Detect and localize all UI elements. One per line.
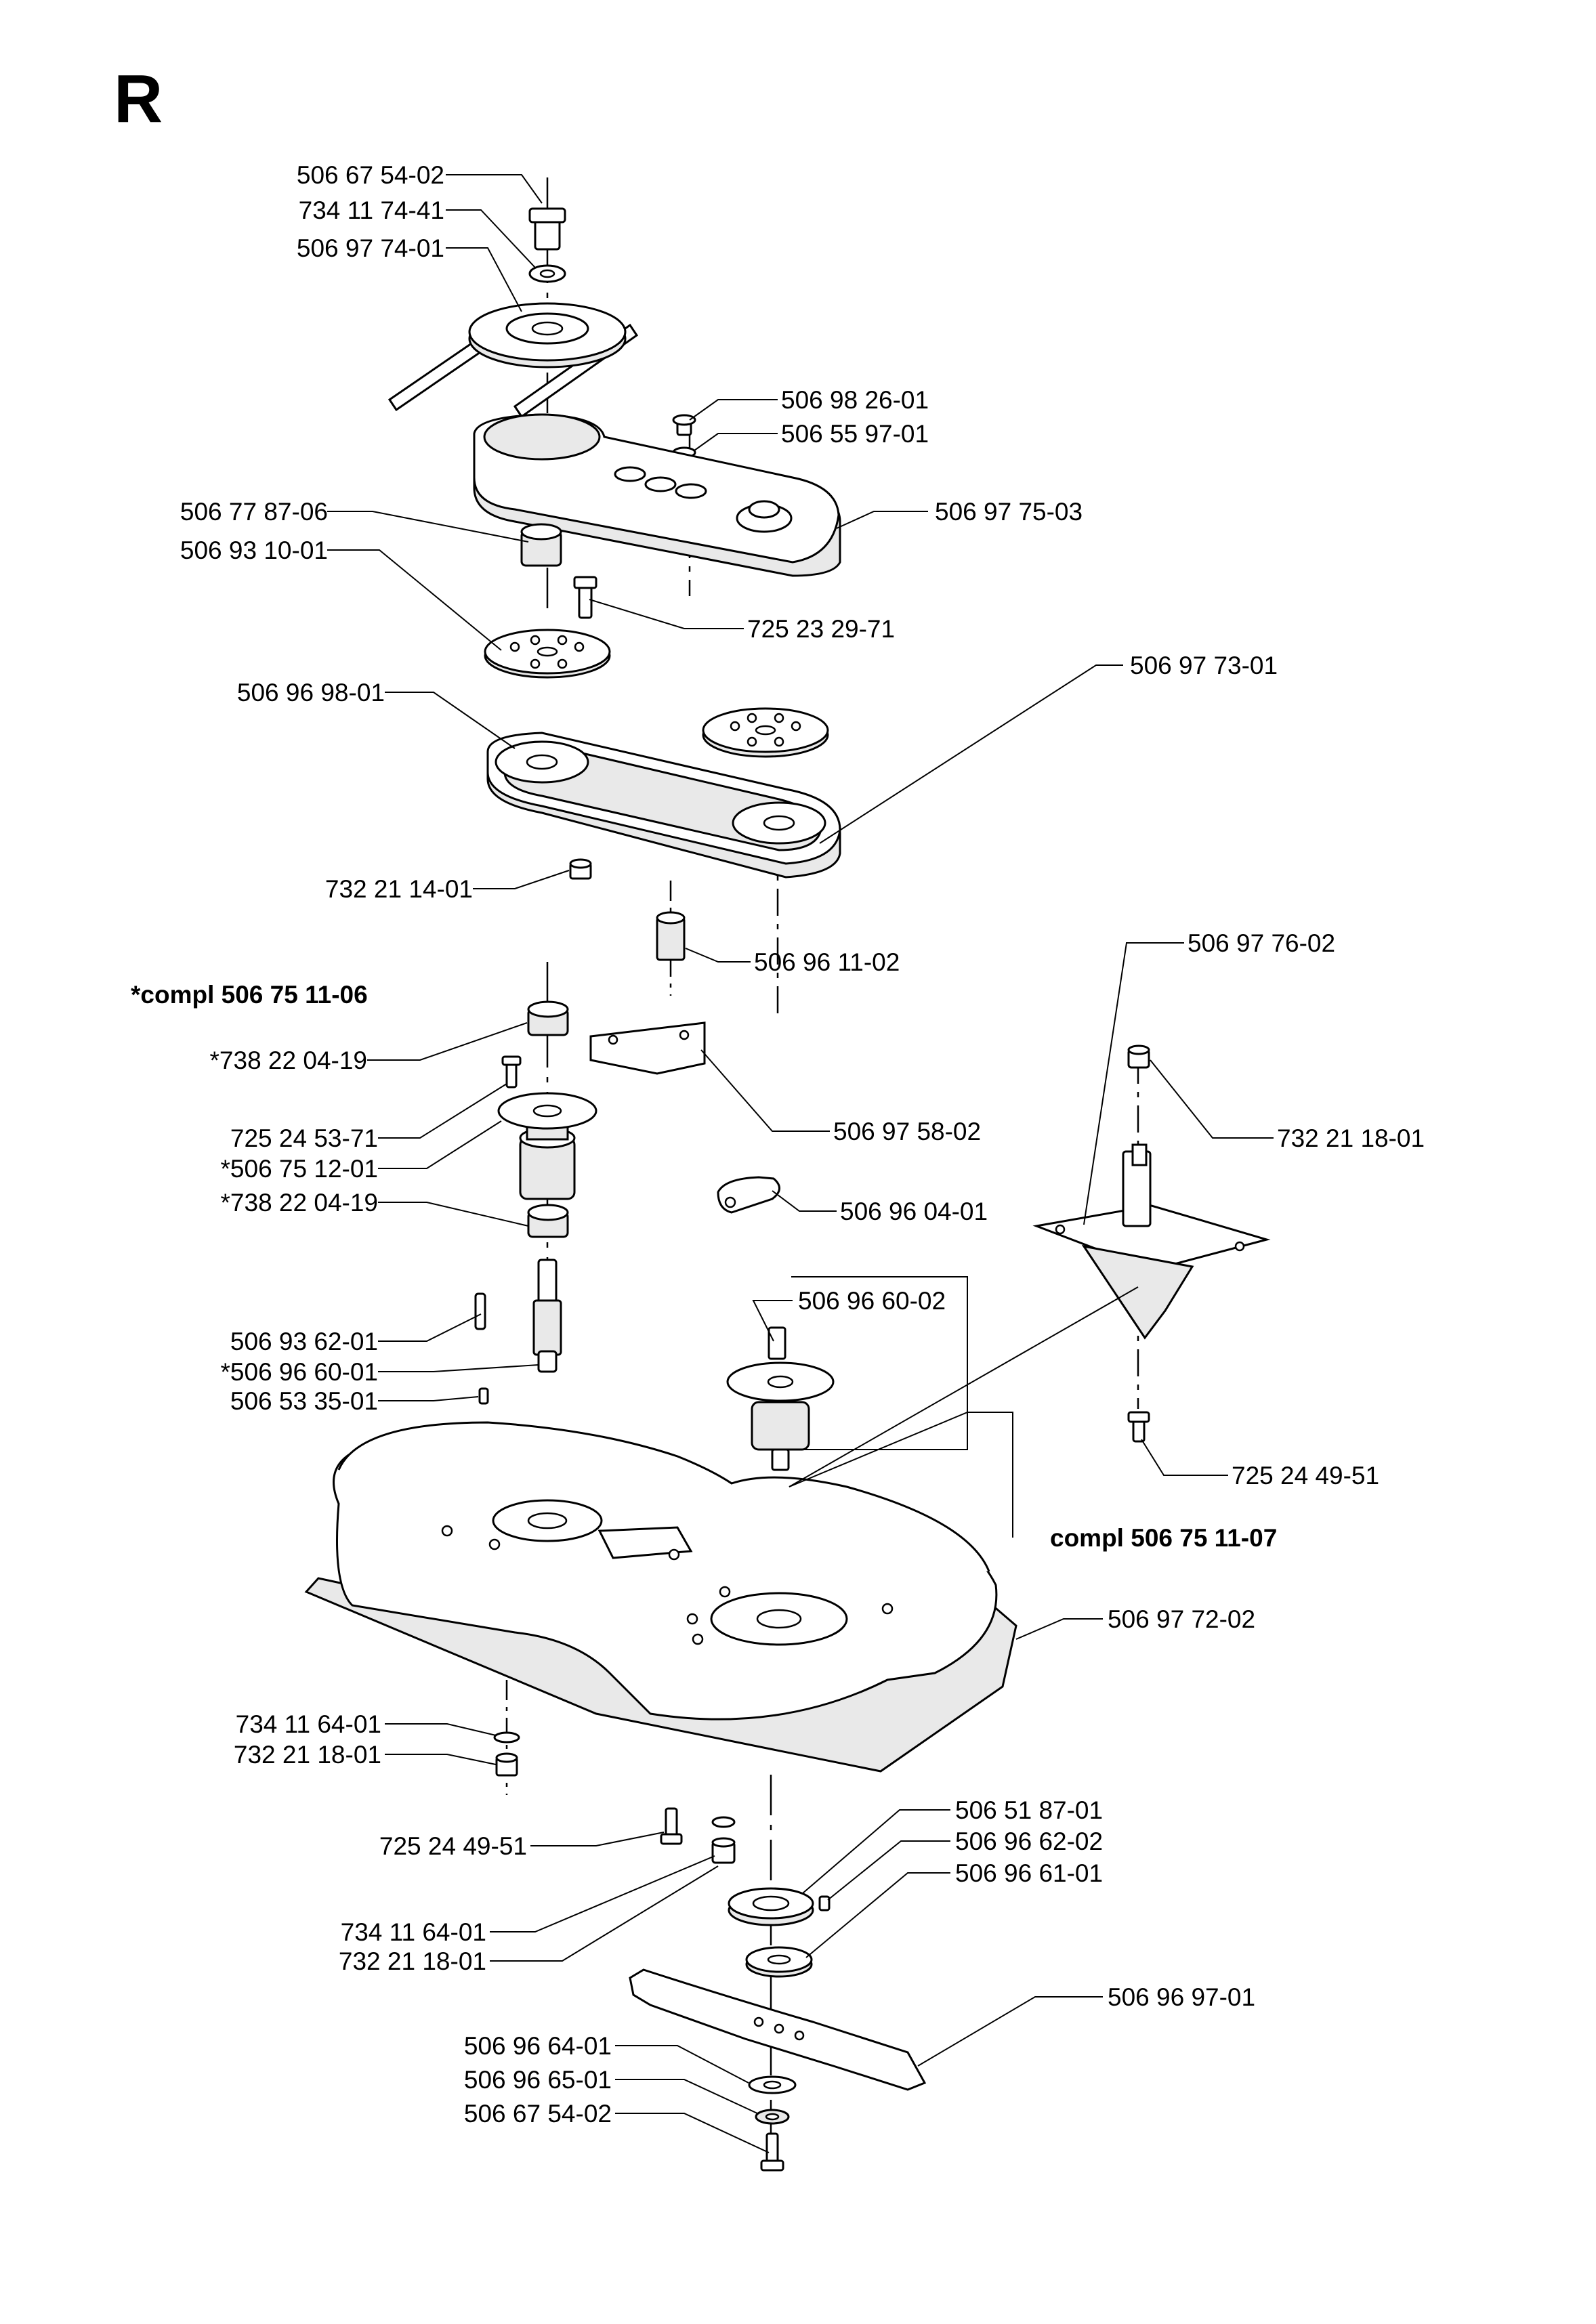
key-pin (474, 1292, 489, 1405)
part-label: *506 75 12-01 (220, 1155, 378, 1183)
part-label: 506 67 54-02 (463, 2100, 612, 2128)
part-label: 506 97 75-03 (935, 498, 1083, 526)
part-label: 506 96 64-01 (463, 2032, 612, 2060)
cap-screw (1127, 1044, 1150, 1069)
blade-fasteners (748, 2075, 797, 2172)
part-label: 732 21 18-01 (338, 1947, 486, 1975)
part-label: 725 24 49-51 (1232, 1462, 1380, 1490)
upper-bearing (527, 1000, 569, 1036)
part-label: 506 93 62-01 (230, 1328, 378, 1355)
part-label: 725 24 53-71 (230, 1124, 378, 1152)
assembly-label: compl 506 75 11-07 (1050, 1524, 1278, 1552)
part-label: 506 96 04-01 (840, 1198, 988, 1225)
lower-mid-fasteners (711, 1816, 736, 1864)
lower-left-fasteners (493, 1731, 520, 1777)
mower-deck (304, 1421, 1017, 1773)
part-label: 732 21 18-01 (233, 1741, 381, 1769)
part-label: 506 51 87-01 (955, 1796, 1104, 1824)
part-label: 506 93 10-01 (180, 536, 328, 564)
part-label: 506 96 98-01 (236, 679, 385, 706)
assembly-label: *compl 506 75 11-06 (131, 981, 368, 1009)
hub-disc (745, 1946, 813, 1978)
hex-nut (569, 858, 592, 880)
leader-lines (327, 174, 1274, 2153)
part-label: 506 77 87-06 (180, 498, 328, 526)
part-label: 506 96 65-01 (463, 2066, 612, 2094)
part-label: 506 97 74-01 (296, 234, 444, 262)
part-label: 725 23 29-71 (747, 615, 896, 643)
section-letter: R (114, 61, 163, 137)
part-label: *506 96 60-01 (220, 1358, 378, 1386)
lower-bolt (660, 1807, 683, 1845)
spacer (520, 523, 562, 567)
bearing-cup (728, 1887, 831, 1926)
pulley-bolt (573, 576, 597, 619)
bracket-plate (589, 1021, 706, 1075)
mower-blade (629, 1968, 927, 2091)
part-label: *738 22 04-19 (220, 1189, 378, 1217)
part-label: 506 96 60-02 (798, 1287, 946, 1315)
part-label: 506 97 58-02 (833, 1118, 982, 1145)
part-label: 506 67 54-02 (296, 161, 444, 189)
bracket-bolt (1127, 1411, 1150, 1443)
part-label: 506 97 73-01 (1130, 652, 1278, 679)
small-screw (672, 414, 696, 459)
belt-cover (473, 413, 841, 577)
top-bolt (528, 207, 566, 283)
part-label: 506 96 61-01 (955, 1859, 1104, 1887)
hub-housing (497, 1092, 597, 1200)
part-label: 506 98 26-01 (781, 386, 929, 414)
lever-arm (717, 1176, 780, 1214)
flange-plate-right (702, 707, 829, 758)
part-label: 506 96 11-02 (754, 948, 900, 976)
part-label: *738 22 04-19 (209, 1047, 367, 1074)
part-label: 732 21 14-01 (324, 875, 473, 903)
part-label: 725 24 49-51 (379, 1832, 527, 1860)
part-label: 734 11 64-01 (340, 1918, 486, 1946)
part-label: 506 96 62-02 (955, 1827, 1104, 1855)
part-label: 506 97 72-02 (1108, 1605, 1256, 1633)
part-label: 732 21 18-01 (1277, 1124, 1425, 1152)
tensioner-bracket (1032, 1143, 1271, 1340)
flange-plate-left (484, 629, 611, 679)
lower-bearing (527, 1204, 569, 1238)
part-label: 506 96 97-01 (1108, 1983, 1256, 2011)
part-label: 506 55 97-01 (781, 420, 929, 448)
drive-shaft (532, 1259, 562, 1373)
spindle-assembly (726, 1326, 835, 1471)
part-label: 506 53 35-01 (230, 1387, 378, 1415)
timing-belt (486, 732, 841, 879)
part-label: 734 11 64-01 (235, 1710, 381, 1738)
top-pulley (387, 302, 639, 419)
spacer-tube (656, 911, 686, 961)
hub-screw (501, 1055, 522, 1089)
part-label: 734 11 74-41 (298, 196, 444, 224)
part-label: 506 97 76-02 (1188, 929, 1336, 957)
